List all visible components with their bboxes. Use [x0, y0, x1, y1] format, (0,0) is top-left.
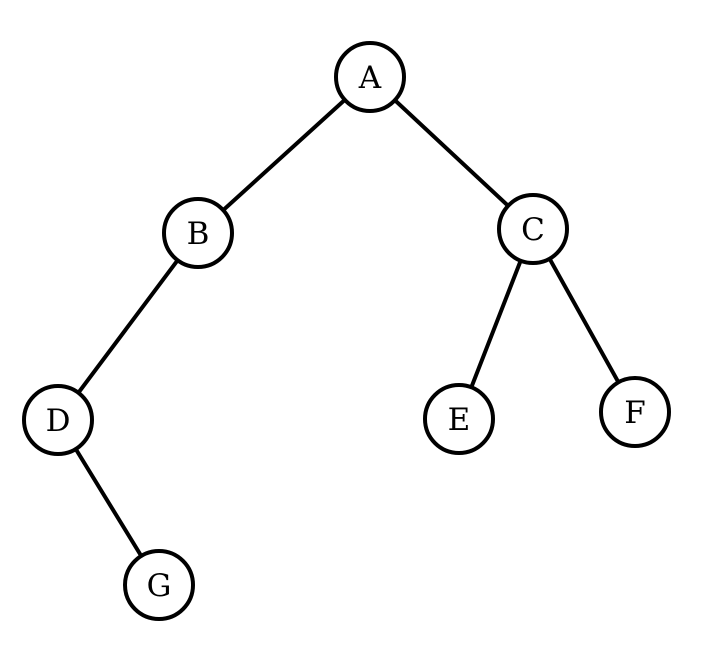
edge-b-d	[56, 231, 200, 422]
tree-edges	[56, 75, 637, 587]
node-circle-d	[22, 384, 94, 456]
tree-node-f: F	[599, 376, 671, 448]
node-circle-g	[123, 549, 195, 621]
node-label-g: G	[147, 568, 172, 604]
tree-node-c: C	[497, 193, 569, 265]
node-label-d: D	[46, 403, 71, 439]
node-label-f: F	[624, 395, 646, 431]
node-circle-b	[162, 197, 234, 269]
node-circle-e	[423, 383, 495, 455]
edge-a-b	[196, 75, 372, 235]
node-label-e: E	[448, 402, 471, 438]
tree-node-a: A	[334, 41, 406, 113]
node-label-b: B	[187, 216, 210, 252]
tree-node-d: D	[22, 384, 94, 456]
tree-node-b: B	[162, 197, 234, 269]
tree-node-g: G	[123, 549, 195, 621]
node-circle-c	[497, 193, 569, 265]
tree-node-e: E	[423, 383, 495, 455]
edge-a-c	[368, 75, 535, 231]
tree-nodes: A B C D E F G	[22, 41, 671, 621]
node-label-c: C	[521, 212, 545, 248]
node-circle-f	[599, 376, 671, 448]
node-label-a: A	[358, 60, 382, 96]
node-circle-a	[334, 41, 406, 113]
